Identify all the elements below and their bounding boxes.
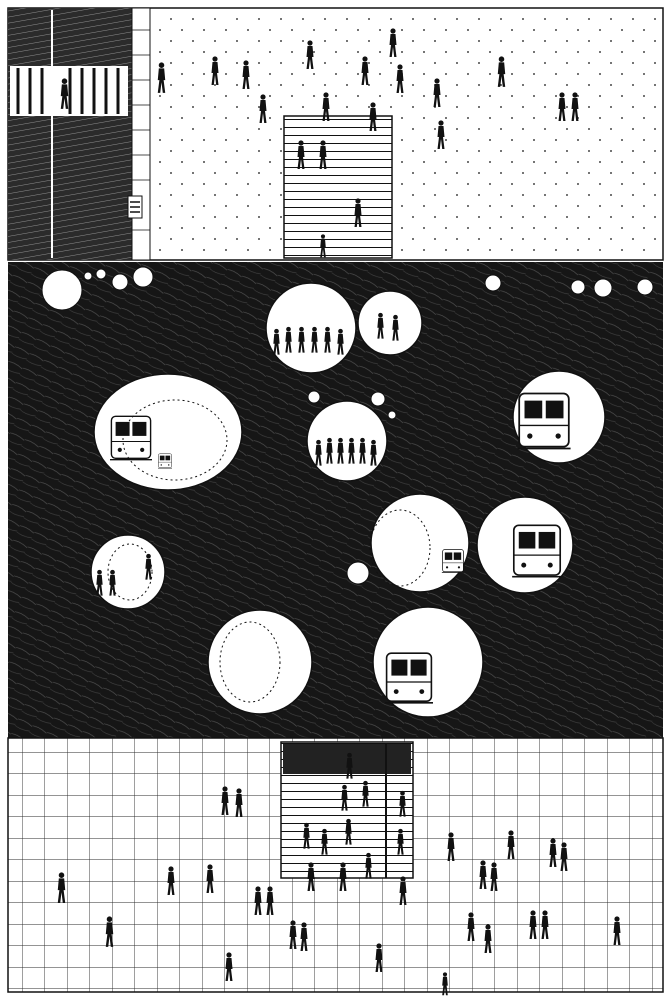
street-level-plaza <box>7 7 664 261</box>
stair-entrance-top <box>283 115 393 259</box>
road-strip <box>8 8 132 260</box>
lower-grid-plaza <box>7 737 664 996</box>
underground-tunnels <box>8 262 663 738</box>
